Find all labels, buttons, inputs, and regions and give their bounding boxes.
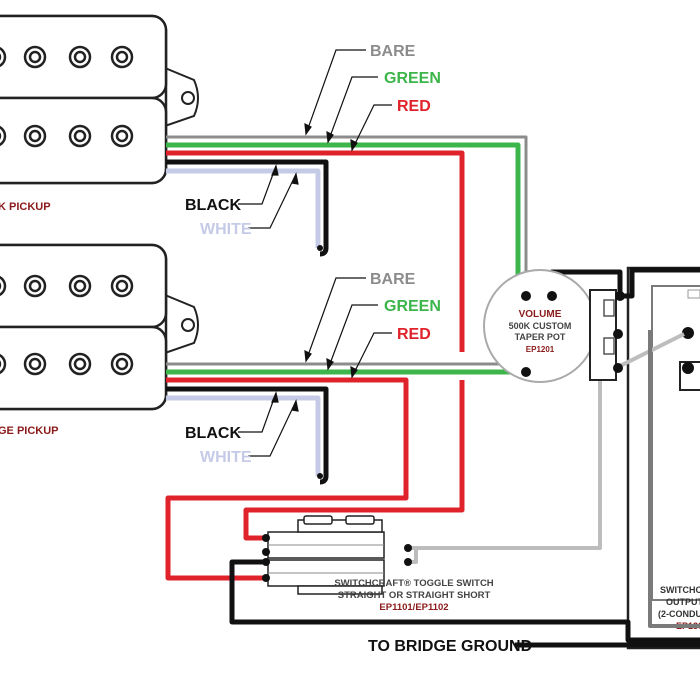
bridge-pickup-label: GE PICKUP <box>0 425 59 437</box>
bridge-red-wire <box>165 377 409 581</box>
output-jack-line2: OUTPUT J <box>666 597 700 607</box>
toggle-switch-line2: STRAIGHT OR STRAIGHT SHORT <box>338 590 491 601</box>
toggle-switch-line1: SWITCHCRAFT® TOGGLE SWITCH <box>334 578 493 589</box>
bridge-bare-label: BARE <box>370 271 416 288</box>
wires <box>165 135 700 648</box>
ground-label: TO BRIDGE GROUND <box>368 638 532 655</box>
output-jack-lug <box>682 362 694 374</box>
leader-lines <box>238 49 392 457</box>
wire-end-markers <box>317 245 323 479</box>
bridge-green-label: GREEN <box>384 298 441 315</box>
output-jack-line1: SWITCHCR <box>660 585 700 595</box>
volume-pot: VOLUME 500K CUSTOM TAPER POT EP1201 <box>483 269 625 383</box>
neck-pickup: K PICKUP <box>0 14 199 213</box>
bridge-pickup: GE PICKUP <box>0 243 199 437</box>
neck-red-wire <box>166 150 465 352</box>
output-jack: SWITCHCR OUTPUT J (2-CONDUC EP130 <box>626 266 700 650</box>
bridge-white-label: WHITE <box>200 449 252 466</box>
neck-screw-hole <box>181 91 195 105</box>
pot-lug <box>547 291 557 301</box>
neck-pole-pieces <box>0 45 134 148</box>
jack-dark-gray-wire <box>648 330 700 628</box>
ground-wire <box>229 559 700 643</box>
pot-lug <box>521 367 531 377</box>
bridge-red-label: RED <box>397 326 431 343</box>
pot-lug <box>615 291 625 301</box>
toggle-switch-part: EP1101/EP1102 <box>379 602 448 613</box>
pot-lug <box>613 363 623 373</box>
bridge-green-wire <box>166 348 529 375</box>
bridge-screw-hole <box>181 318 195 332</box>
neck-white-label: WHITE <box>200 221 252 238</box>
pot-lug <box>521 291 531 301</box>
neck-red-wire-lower <box>243 380 465 541</box>
volume-pot-title: VOLUME <box>519 309 562 320</box>
neck-black-label: BLACK <box>185 197 241 214</box>
bridge-black-label: BLACK <box>185 425 241 442</box>
volume-pot-line2: TAPER POT <box>515 332 566 342</box>
output-jack-line3: (2-CONDUC <box>658 609 700 619</box>
neck-wire-labels: BARE GREEN RED BLACK WHITE <box>185 43 441 238</box>
neck-red-label: RED <box>397 98 431 115</box>
neck-pickup-label: K PICKUP <box>0 201 51 213</box>
volume-pot-line1: 500K CUSTOM <box>509 321 572 331</box>
neck-bare-label: BARE <box>370 43 416 60</box>
toggle-switch: SWITCHCRAFT® TOGGLE SWITCH STRAIGHT OR S… <box>262 515 494 613</box>
pot-to-jack-ground <box>620 267 700 299</box>
neck-green-wire <box>166 142 521 292</box>
neck-bare-wire <box>166 135 528 292</box>
switch-gray-wire-1 <box>408 372 602 550</box>
bridge-wire-labels: BARE GREEN RED BLACK WHITE <box>185 271 441 466</box>
neck-green-label: GREEN <box>384 70 441 87</box>
pot-lug <box>613 329 623 339</box>
output-jack-lug <box>682 327 694 339</box>
neck-white-wire <box>166 168 321 248</box>
volume-pot-part: EP1201 <box>526 345 555 354</box>
bridge-black-wire <box>166 386 329 485</box>
bridge-pole-pieces <box>0 274 134 376</box>
neck-black-wire <box>166 159 329 257</box>
bridge-white-wire <box>166 395 321 476</box>
